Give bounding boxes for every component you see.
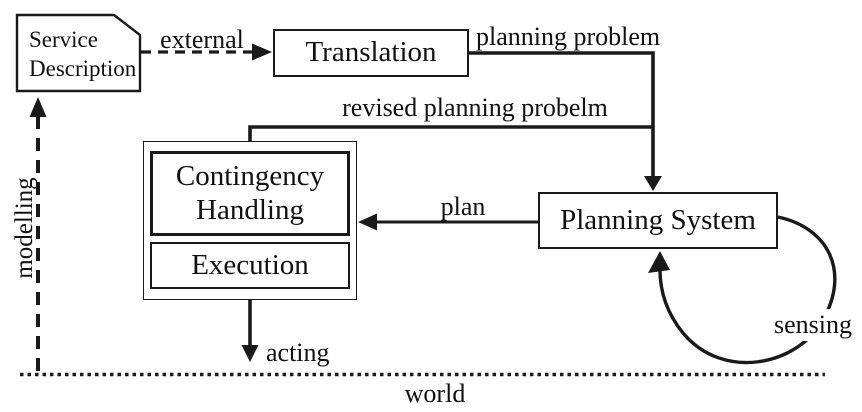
translation-label: Translation [305, 36, 437, 69]
edge-label-acting: acting [266, 338, 330, 367]
plan-arrow [358, 213, 540, 231]
planning-problem-arrow [469, 51, 662, 191]
edge-label-modelling: modelling [11, 177, 38, 279]
revised-planning-problem-line [248, 125, 653, 142]
service-description-shape [15, 13, 142, 93]
sensing-arrow [648, 215, 837, 365]
node-translation: Translation [273, 29, 469, 77]
service-description-line1: Service [29, 27, 98, 52]
acting-arrow [241, 299, 259, 362]
edge-label-plan: plan [440, 192, 486, 221]
modelling-arrow [29, 97, 47, 371]
node-service-description: Service Description [17, 15, 140, 91]
external-arrow [141, 43, 272, 61]
edge-label-planning-problem: planning problem [476, 22, 661, 51]
contingency-line2: Handling [196, 193, 304, 226]
edge-label-sensing: sensing [762, 309, 862, 341]
planning-system-label: Planning System [560, 203, 756, 236]
contingency-line1: Contingency [175, 160, 325, 193]
edge-label-external: external [160, 25, 244, 54]
execution-label: Execution [191, 248, 309, 281]
node-contingency-handling: Contingency Handling [150, 151, 350, 236]
service-description-line2: Description [29, 56, 137, 81]
edge-label-revised-planning-problem: revised planning probelm [342, 93, 608, 122]
node-planning-system: Planning System [538, 192, 778, 249]
edge-label-world: world [404, 379, 466, 408]
node-execution: Execution [150, 242, 350, 289]
